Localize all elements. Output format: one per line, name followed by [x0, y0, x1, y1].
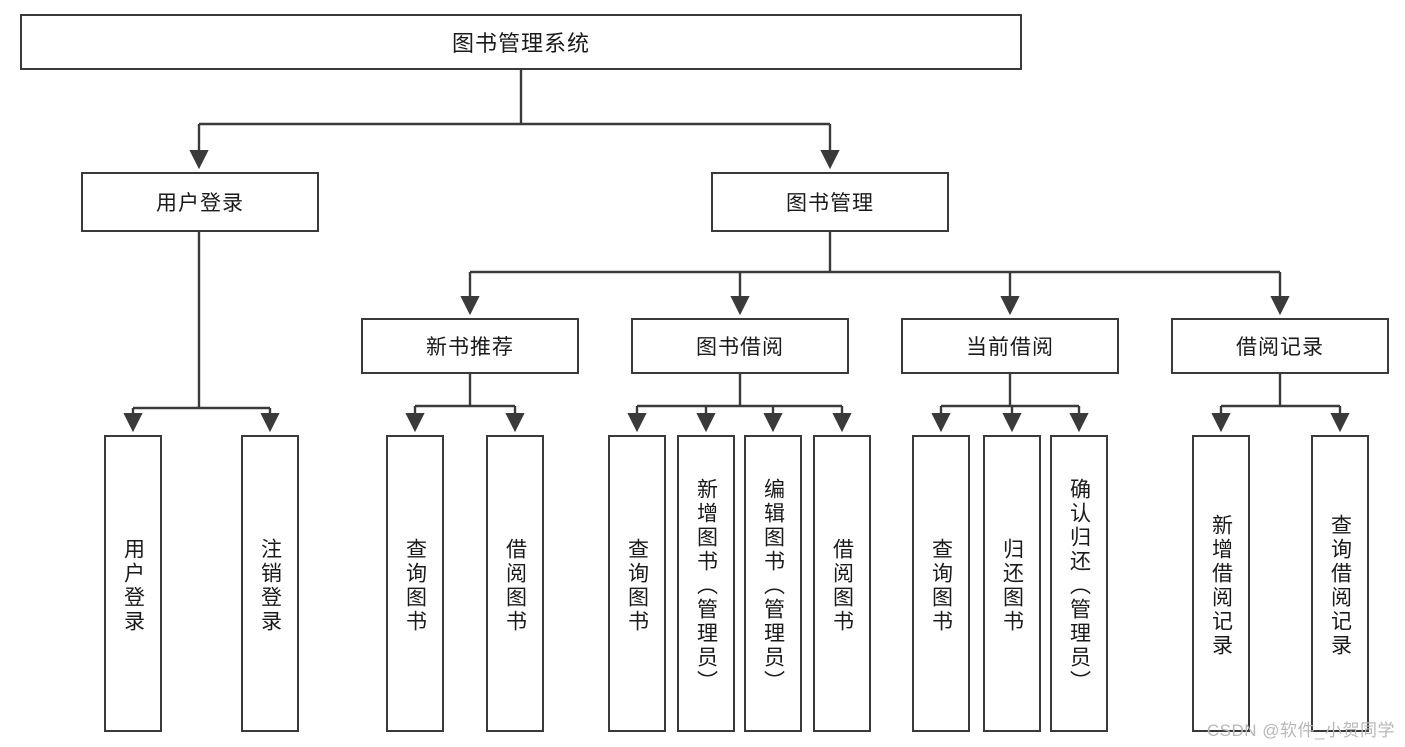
leaf-add-borrow-record-label: 新增借阅记录: [1209, 513, 1233, 658]
node-new-book-recommend[interactable]: 新书推荐: [361, 318, 579, 374]
leaf-user-login[interactable]: 用户登录: [104, 435, 162, 732]
leaf-add-book-admin[interactable]: 新增图书（管理员）: [677, 435, 735, 732]
leaf-borrow-book-label: 借阅图书: [830, 537, 854, 634]
leaf-user-logout-label: 注销登录: [258, 537, 282, 634]
node-borrow-record-label: 借阅记录: [1236, 336, 1324, 359]
node-book-borrow[interactable]: 图书借阅: [631, 318, 849, 374]
leaf-query-book-borrow-label: 查询图书: [625, 537, 649, 634]
leaf-add-borrow-record[interactable]: 新增借阅记录: [1192, 435, 1250, 732]
leaf-confirm-return-admin-label: 确认归还（管理员）: [1067, 477, 1091, 694]
node-user-login-label: 用户登录: [156, 192, 244, 215]
leaf-query-book-recommend-label: 查询图书: [403, 537, 427, 634]
leaf-borrow-book-recommend-label: 借阅图书: [503, 537, 527, 634]
node-borrow-record[interactable]: 借阅记录: [1171, 318, 1389, 374]
node-user-login[interactable]: 用户登录: [81, 172, 319, 232]
node-book-management-label: 图书管理: [786, 192, 874, 215]
node-current-borrow-label: 当前借阅: [966, 336, 1054, 359]
leaf-user-logout[interactable]: 注销登录: [241, 435, 299, 732]
leaf-add-book-admin-label: 新增图书（管理员）: [694, 477, 718, 694]
node-root[interactable]: 图书管理系统: [20, 14, 1022, 70]
leaf-confirm-return-admin[interactable]: 确认归还（管理员）: [1050, 435, 1108, 732]
leaf-return-book-label: 归还图书: [1000, 537, 1024, 634]
leaf-return-book[interactable]: 归还图书: [983, 435, 1041, 732]
leaf-query-book-recommend[interactable]: 查询图书: [386, 435, 444, 732]
leaf-query-book-borrow[interactable]: 查询图书: [608, 435, 666, 732]
node-current-borrow[interactable]: 当前借阅: [901, 318, 1119, 374]
node-book-borrow-label: 图书借阅: [696, 336, 784, 359]
leaf-edit-book-admin-label: 编辑图书（管理员）: [761, 477, 785, 694]
node-book-management[interactable]: 图书管理: [711, 172, 949, 232]
leaf-edit-book-admin[interactable]: 编辑图书（管理员）: [744, 435, 802, 732]
leaf-borrow-book[interactable]: 借阅图书: [813, 435, 871, 732]
watermark: CSDN @软件_小贺同学: [1206, 721, 1395, 740]
leaf-user-login-label: 用户登录: [121, 537, 145, 634]
node-root-label: 图书管理系统: [451, 31, 590, 56]
node-new-book-recommend-label: 新书推荐: [426, 336, 514, 359]
leaf-query-book-current-label: 查询图书: [929, 537, 953, 634]
leaf-borrow-book-recommend[interactable]: 借阅图书: [486, 435, 544, 732]
leaf-query-book-current[interactable]: 查询图书: [912, 435, 970, 732]
leaf-query-borrow-record-label: 查询借阅记录: [1328, 513, 1352, 658]
leaf-query-borrow-record[interactable]: 查询借阅记录: [1311, 435, 1369, 732]
